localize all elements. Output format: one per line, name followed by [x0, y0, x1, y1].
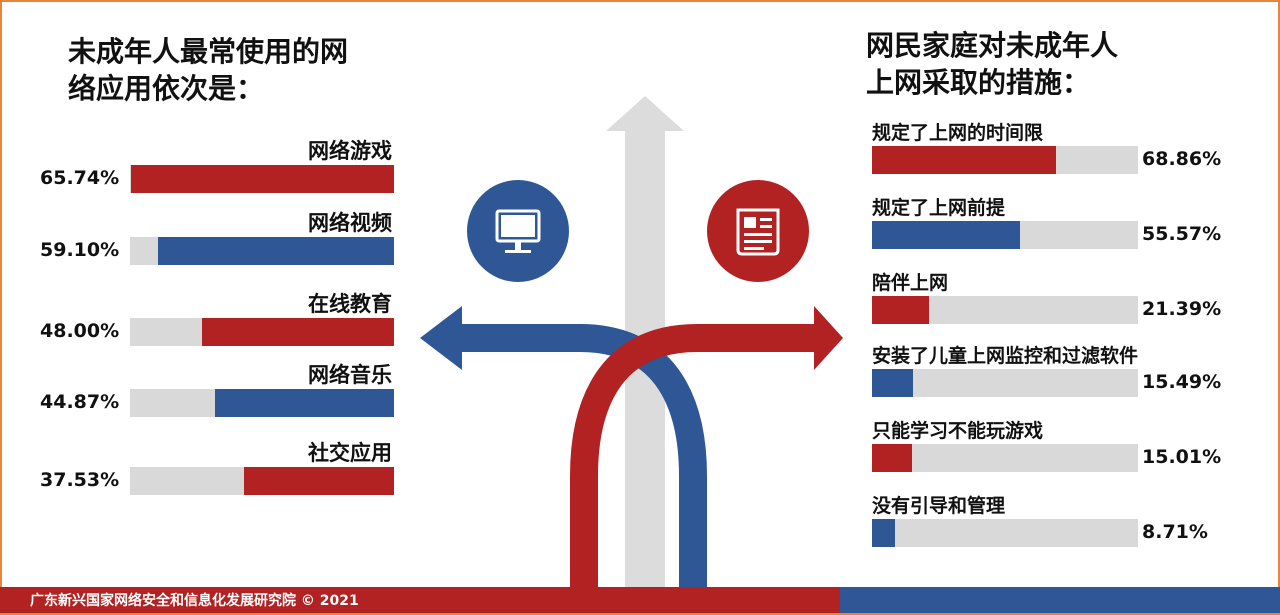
category-label: 网络游戏 [308, 139, 392, 163]
bar [872, 146, 1056, 174]
bar-track [872, 369, 1138, 397]
value-label: 55.57% [1142, 223, 1222, 245]
newspaper-circle [707, 180, 809, 282]
bar-track [872, 519, 1138, 547]
blue-left-arrowhead [420, 306, 462, 370]
right-chart-title: 网民家庭对未成年人 上网采取的措施： [866, 29, 1119, 99]
bar [244, 467, 394, 495]
value-label: 8.71% [1142, 521, 1208, 543]
category-label: 在线教育 [308, 292, 392, 316]
bar [158, 237, 394, 265]
category-label: 没有引导和管理 [872, 495, 1006, 517]
category-label: 网络音乐 [308, 363, 392, 387]
bar [872, 221, 1020, 249]
value-label: 65.74% [40, 167, 120, 189]
monitor-icon [495, 209, 541, 253]
bar-track [872, 444, 1138, 472]
bar [131, 165, 394, 193]
bar [215, 389, 394, 417]
category-label: 社交应用 [308, 441, 392, 465]
monitor-circle [467, 180, 569, 282]
footer-blue-band [840, 587, 1280, 613]
bar [872, 369, 913, 397]
bar [202, 318, 394, 346]
value-label: 37.53% [40, 469, 120, 491]
value-label: 15.49% [1142, 371, 1222, 393]
category-label: 规定了上网前提 [872, 197, 1006, 219]
footer-red-band [0, 587, 840, 613]
red-right-arrowhead [814, 306, 843, 370]
value-label: 15.01% [1142, 446, 1222, 468]
category-label: 规定了上网的时间限 [872, 122, 1044, 144]
bar [872, 296, 929, 324]
newspaper-icon [736, 208, 780, 256]
value-label: 59.10% [40, 239, 120, 261]
value-label: 68.86% [1142, 148, 1222, 170]
blue-left-arrow-path [448, 324, 707, 587]
left-chart-title: 未成年人最常使用的网 络应用依次是： [68, 35, 349, 105]
category-label: 安装了儿童上网监控和过滤软件 [872, 345, 1139, 367]
category-label: 只能学习不能玩游戏 [872, 420, 1044, 442]
red-right-arrow-path [570, 324, 818, 587]
bar [872, 444, 912, 472]
bar [872, 519, 895, 547]
value-label: 48.00% [40, 320, 120, 342]
value-label: 21.39% [1142, 298, 1222, 320]
value-label: 44.87% [40, 391, 120, 413]
category-label: 网络视频 [308, 211, 392, 235]
footer-copyright: 广东新兴国家网络安全和信息化发展研究院 © 2021 [30, 593, 359, 609]
crossroads-arrows-graphic [420, 96, 843, 587]
category-label: 陪伴上网 [872, 272, 949, 294]
